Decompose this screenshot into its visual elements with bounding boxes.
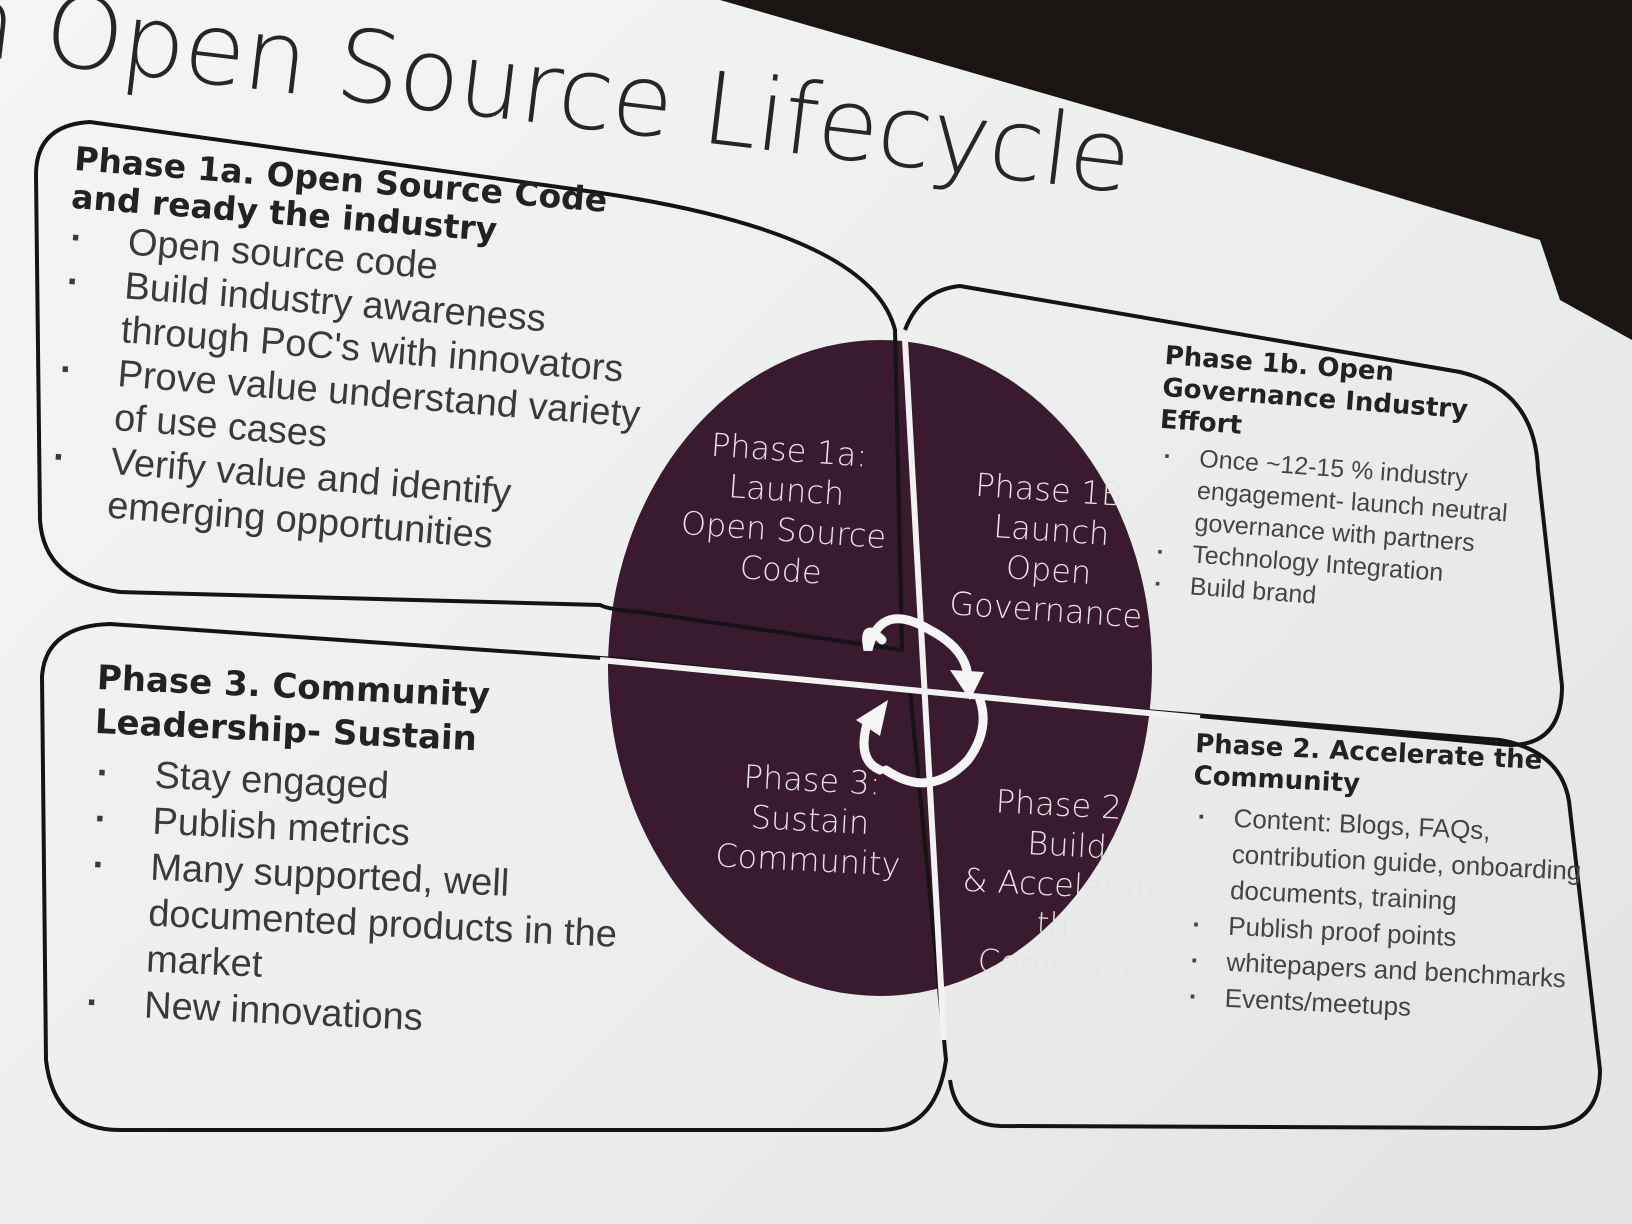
arrow-head-right	[950, 670, 984, 700]
arrow-head-left	[856, 700, 888, 736]
panel-2-frame	[937, 692, 1603, 1131]
cycle-label-phase-3: Phase 3: Sustain Community	[714, 757, 902, 884]
phase-2-bullet: Content: Blogs, FAQs, contribution guide…	[1229, 800, 1612, 926]
backdrop-corner	[720, 0, 1632, 340]
panel-phase-2: Phase 2. Accelerate the Community Conten…	[1182, 728, 1615, 1034]
panel-phase-1b: Phase 1b. Open Governance Industry Effor…	[1147, 340, 1555, 628]
panel-phase-1a: Phase 1a. Open Source Code and ready the…	[46, 139, 674, 570]
divider-vertical	[902, 339, 947, 1041]
phase-1a-bullets: Open source code Build industry awarenes…	[106, 220, 669, 569]
panel-1a-frame	[33, 119, 905, 653]
phase-3-bullets: Stay engaged Publish metrics Many suppor…	[143, 753, 653, 1051]
panel-phase-3: Phase 3. Community Leadership- Sustain S…	[81, 656, 657, 1051]
cycle-label-phase-1a: Phase 1a: Launch Open Source Code	[679, 425, 888, 592]
panel-1b-frame	[903, 283, 1565, 748]
phase-2-bullets: Content: Blogs, FAQs, contribution guide…	[1224, 800, 1612, 1034]
panel-3-frame	[39, 621, 949, 1132]
divider-horizontal	[599, 657, 1201, 721]
cycle-label-phase-2: Phase 2 : Build & Accelerate the Communi…	[961, 782, 1169, 989]
cycle-circle	[608, 340, 1152, 996]
phase-3-bullet: Many supported, well documented products…	[145, 845, 649, 1005]
phase-1b-bullets: Once ~12-15 % industry engagement- launc…	[1189, 443, 1548, 628]
cycle-label-phase-1b: Phase 1B: Launch Open Governance	[948, 465, 1144, 636]
